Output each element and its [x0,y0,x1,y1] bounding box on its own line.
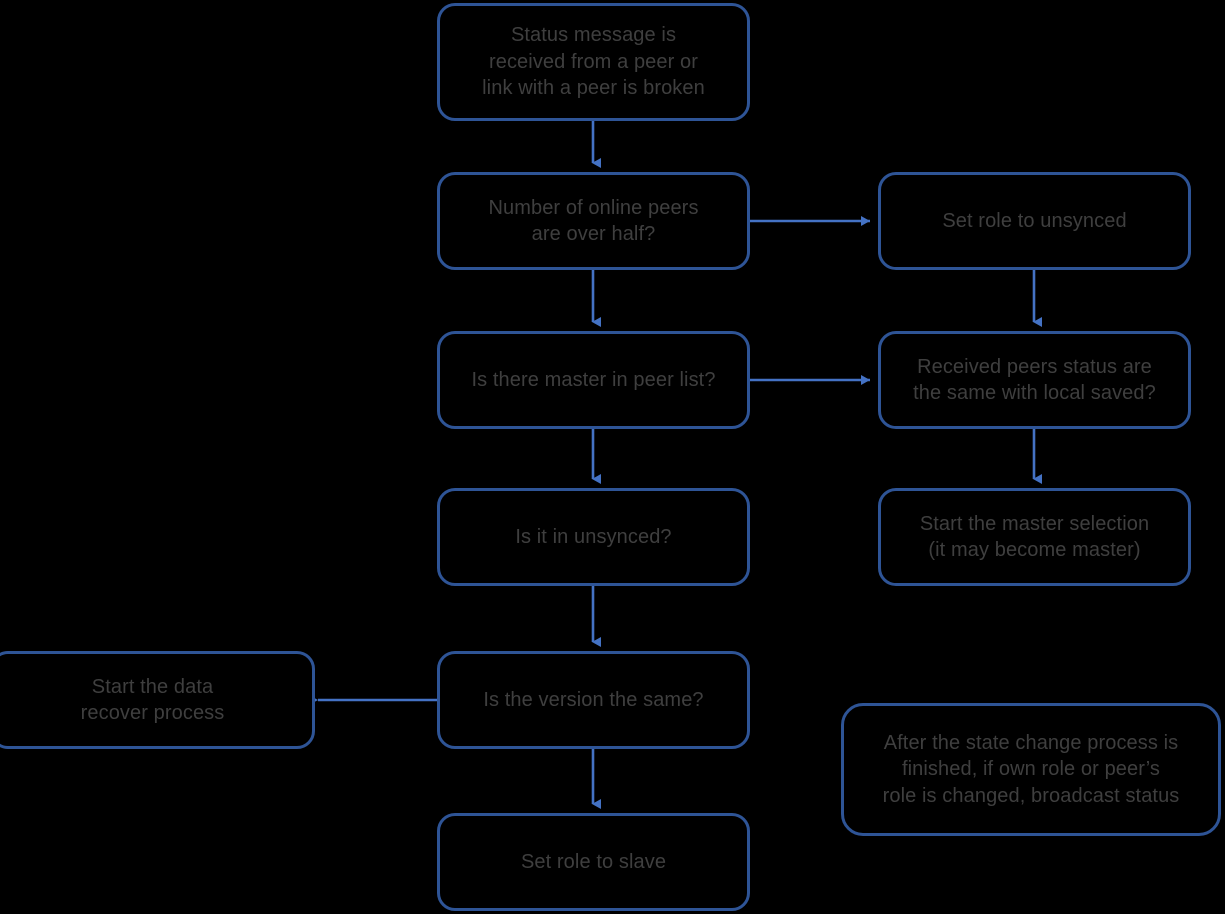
node-state-change-broadcast-note[interactable]: After the state change process is finish… [841,703,1221,836]
node-status-message-received[interactable]: Status message is received from a peer o… [437,3,750,121]
node-is-there-master-in-peer-list[interactable]: Is there master in peer list? [437,331,750,429]
node-set-role-to-unsynced[interactable]: Set role to unsynced [878,172,1191,270]
node-received-peers-status-same[interactable]: Received peers status are the same with … [878,331,1191,429]
node-online-peers-over-half[interactable]: Number of online peers are over half? [437,172,750,270]
node-is-the-version-the-same[interactable]: Is the version the same? [437,651,750,749]
node-is-it-in-unsynced[interactable]: Is it in unsynced? [437,488,750,586]
node-set-role-to-slave[interactable]: Set role to slave [437,813,750,911]
node-start-data-recover-process[interactable]: Start the data recover process [0,651,315,749]
node-start-master-selection[interactable]: Start the master selection (it may becom… [878,488,1191,586]
